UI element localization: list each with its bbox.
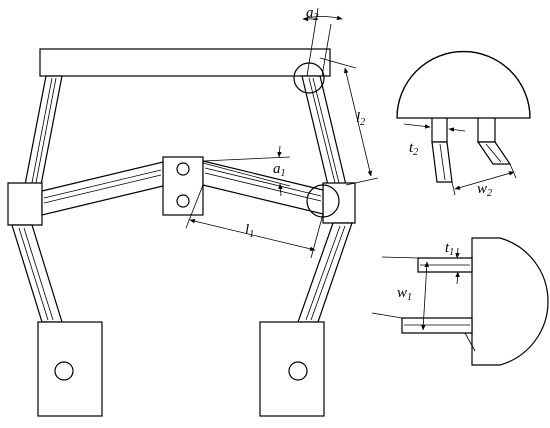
detail-2-left-leg — [431, 141, 453, 183]
label-w1: w1 — [397, 285, 412, 303]
top-beam — [39, 48, 331, 77]
left-jaw-hole — [54, 361, 74, 381]
label-l2: l2 — [356, 110, 365, 128]
label-t1: t1 — [445, 240, 454, 258]
label-w2: w2 — [477, 181, 492, 199]
label-l1: l1 — [245, 222, 254, 240]
right-jaw — [259, 321, 325, 417]
left-lever-link — [41, 161, 164, 216]
label-a2: a2 — [306, 5, 319, 23]
left-junction-block — [7, 182, 43, 226]
dimensions — [185, 7, 379, 259]
detail-1-hub — [471, 237, 549, 366]
label-a1: a1 — [273, 161, 286, 179]
left-lower-flexure-arm — [11, 224, 63, 323]
actuator-hole-top — [176, 162, 190, 176]
left-jaw — [37, 321, 103, 417]
actuator-hole-bottom — [176, 194, 190, 208]
detail-circle-lower — [306, 184, 340, 218]
detail-2-hub — [396, 50, 531, 119]
detail-view-2 — [396, 50, 531, 196]
right-jaw-hole — [288, 361, 308, 381]
right-upper-flexure-arm — [301, 75, 347, 186]
gripper-mechanism — [7, 48, 356, 417]
detail-view-1 — [371, 237, 549, 366]
right-lever-link — [202, 160, 324, 215]
detail-1-lower-leg — [401, 317, 473, 334]
left-upper-flexure-arm — [23, 75, 63, 191]
detail-2-hub-outline — [396, 50, 531, 119]
label-t2: t2 — [409, 140, 418, 158]
dimension-labels: a2 l2 a1 l1 t2 w2 t1 w1 — [245, 5, 492, 303]
actuator-block — [162, 156, 204, 216]
right-lower-flexure-arm — [297, 222, 353, 323]
